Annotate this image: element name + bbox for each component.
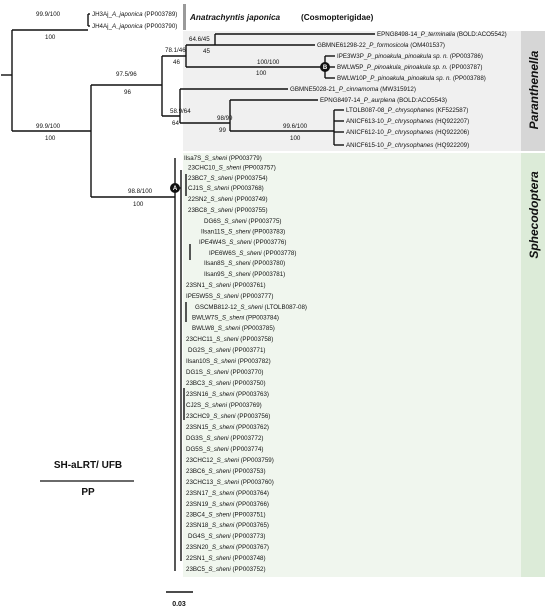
- tip-label: IPE4W4S_S_sheni (PP003776): [199, 239, 286, 246]
- support-root-outgroup-bottom: 100: [45, 34, 56, 41]
- tip-label: CJ1S_S_sheni (PP003768): [188, 185, 264, 192]
- tip-label: CJ2S_S_sheni (PP003769): [186, 402, 262, 409]
- support-paranthenella-bottom: 96: [124, 89, 131, 96]
- legend-bottom-label: PP: [81, 487, 95, 498]
- tip-label: LTOLB087-08_P_chrysophanes (KF522587): [346, 107, 468, 114]
- tip-label: 23CHC10_S_sheni (PP003757): [188, 165, 276, 172]
- tip-label: Ilsa7S_S_sheni (PP003779): [184, 155, 262, 162]
- support-ingroup-top: 99.9/100: [36, 123, 61, 130]
- tip-label: BWLW8_S_sheni (PP003785): [192, 325, 275, 332]
- support-chrysophanes-bottom: 100: [290, 135, 301, 142]
- node-marker-a-label: A: [173, 186, 178, 192]
- tip-label: Ilsan9S_S_sheni (PP003781): [204, 271, 285, 278]
- tip-label: JH3Aj_A_japonica (PP003789): [92, 11, 177, 18]
- paranthenella-label: Paranthenella: [527, 50, 541, 129]
- support-sphecodoptera-top: 98.8/100: [128, 188, 153, 195]
- support-para-lower-bottom: 64: [172, 120, 179, 127]
- tip-label: ANICF612-10_P_chrysophanes (HQ922206): [346, 129, 469, 136]
- support-chrysophanes-top: 99.6/100: [283, 123, 308, 130]
- tip-label: DG4S_S_sheni (PP003773): [188, 533, 265, 540]
- outgroup-family-label: (Cosmopterigidae): [301, 13, 374, 22]
- scale-label: 0.03: [172, 601, 186, 608]
- tip-label: 23BC6_S_sheni (PP003753): [186, 468, 266, 475]
- node-marker-b: [320, 62, 330, 72]
- tip-label: JH4Aj_A_japonica (PP003790): [92, 23, 177, 30]
- branches: [1, 13, 375, 571]
- tip-label: DG1S_S_sheni (PP003770): [186, 369, 263, 376]
- tip-label: Ilsan8S_S_sheni (PP003780): [204, 260, 285, 267]
- tip-label: 23SN20_S_sheni (PP003767): [186, 544, 269, 551]
- tip-label: BWLW7S_S_sheni (PP003784): [192, 315, 279, 322]
- sphecodoptera-tips: Ilsa7S_S_sheni (PP003779) 23CHC10_S_shen…: [184, 155, 307, 573]
- tip-label: 23SN15_S_sheni (PP003762): [186, 424, 269, 431]
- tip-label: GSCMB812-12_S_sheni (LTOLB087-08): [195, 304, 307, 311]
- tip-label: IPE5W5S_S_sheni (PP003777): [186, 293, 273, 300]
- tip-label: 23BC7_S_sheni (PP003754): [188, 175, 268, 182]
- tip-label: IPE3W3P_P_pinoakula_pinoakula sp. n. (PP…: [337, 53, 483, 60]
- node-marker-b-label: B: [323, 65, 328, 71]
- tip-label: EPNG8497-14_P_aurplena (BOLD:ACO5543): [320, 97, 447, 104]
- support-paranthenella-top: 97.5/96: [116, 71, 137, 78]
- tip-label: 23SN16_S_sheni (PP003763): [186, 391, 269, 398]
- sphecodoptera-bar: [521, 153, 545, 577]
- tip-label: BWLW10P_P_pinoakula_pinoakula sp. n. (PP…: [337, 75, 486, 82]
- tip-label: 22SN2_S_sheni (PP003749): [188, 196, 268, 203]
- tip-label: 23SN18_S_sheni (PP003765): [186, 522, 269, 529]
- tip-label: EPNG8498-14_P_terminalia (BOLD:ACO5542): [377, 31, 507, 38]
- tip-label: 23CHC11_S_sheni (PP003758): [186, 336, 273, 343]
- outgroup-genus-label: Anatrachyntis japonica: [189, 13, 281, 22]
- tip-label: 23CHC13_S_sheni (PP003760): [186, 479, 274, 486]
- tip-label: BWLW5P_P_pinoakula_pinoakula sp. n. (PP0…: [337, 64, 482, 71]
- tip-label: IPE6W6S_S_sheni (PP003778): [209, 250, 296, 257]
- tip-label: GBMNE61298-22_P_formosicola (OM401537): [317, 42, 445, 49]
- tip-label: 23BC8_S_sheni (PP003755): [188, 207, 268, 214]
- paranthenella-bar: [521, 31, 545, 151]
- outgroup-tips: JH3Aj_A_japonica (PP003789) JH4Aj_A_japo…: [92, 11, 177, 30]
- support-para-upper-bottom: 46: [173, 59, 180, 66]
- support-pinoakula-top: 100/100: [257, 59, 280, 66]
- support-para-lower-top: 58.9/64: [170, 108, 191, 115]
- tip-label: 23SN1_S_sheni (PP003761): [186, 282, 266, 289]
- tip-label: Ilsan11S_S_sheni (PP003783): [201, 229, 285, 236]
- support-aurplena-bottom: 99: [219, 127, 226, 134]
- sphecodoptera-bg: [183, 153, 521, 577]
- support-para-upper-top: 78.1/46: [165, 47, 186, 54]
- tip-label: 23CHC9_S_sheni (PP003756): [186, 413, 270, 420]
- support-para-terminalia-bottom: 45: [203, 48, 210, 55]
- support-sphecodoptera-bottom: 100: [133, 201, 144, 208]
- tip-label: 23BC3_S_sheni (PP003750): [186, 380, 266, 387]
- support-para-terminalia-top: 64.6/45: [189, 36, 210, 43]
- support-ingroup-bottom: 100: [45, 135, 56, 142]
- tip-label: 23SN17_S_sheni (PP003764): [186, 490, 269, 497]
- tip-label: GBMNE5028-21_P_cinnamoma (MW315912): [290, 86, 416, 93]
- tip-label: 23BC5_S_sheni (PP003752): [186, 566, 266, 573]
- sphecodoptera-label: Sphecodoptera: [527, 171, 541, 259]
- tip-label: 23CHC12_S_sheni (PP003759): [186, 457, 274, 464]
- tip-label: 22SN1_S_sheni (PP003748): [186, 555, 266, 562]
- support-values: 99.9/100 100 99.9/100 100 97.5/96 96 78.…: [36, 11, 308, 208]
- support-aurplena-top: 98/99: [217, 115, 233, 122]
- tip-label: ANICF615-10_P_chrysophanes (HQ922209): [346, 142, 469, 149]
- support-root-outgroup-top: 99.9/100: [36, 11, 61, 18]
- tip-label: DG3S_S_sheni (PP003772): [186, 435, 263, 442]
- tip-label: 23SN19_S_sheni (PP003766): [186, 501, 269, 508]
- tip-label: 23BC4_S_sheni (PP003751): [186, 512, 266, 519]
- tip-label: DG2S_S_sheni (PP003771): [188, 347, 265, 354]
- tip-label: DG5S_S_sheni (PP003774): [186, 446, 263, 453]
- tip-label: DG6S_S_sheni (PP003775): [204, 218, 281, 225]
- legend-top-label: SH-aLRT/ UFB: [54, 460, 122, 471]
- tip-label: Ilsan10S_S_sheni (PP003782): [186, 358, 271, 365]
- tip-label: ANICF613-10_P_chrysophanes (HQ922207): [346, 118, 469, 125]
- node-marker-a: [170, 183, 180, 193]
- paranthenella-tips: EPNG8498-14_P_terminalia (BOLD:ACO5542) …: [290, 31, 507, 149]
- outgroup-bar: [183, 4, 186, 30]
- support-pinoakula-bottom: 100: [256, 70, 267, 77]
